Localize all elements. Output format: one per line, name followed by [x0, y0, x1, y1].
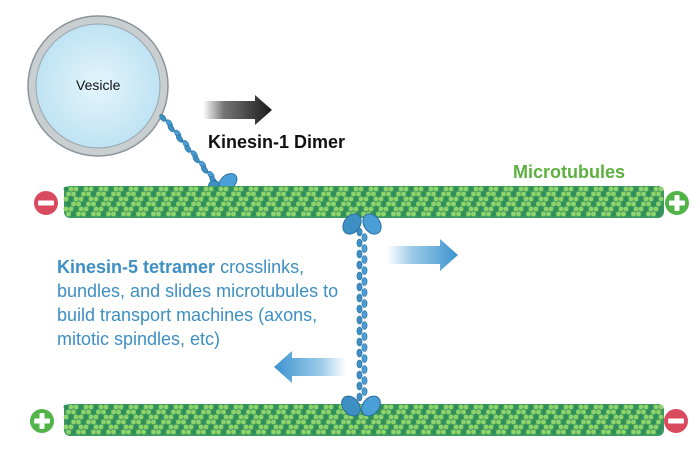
plus-pole-icon [30, 409, 54, 433]
microtubules-label: Microtubules [513, 162, 626, 182]
plus-pole-icon [665, 191, 689, 215]
kinesin-1-stalk [159, 113, 217, 184]
kinesin-5-line: bundles, and slides microtubules to [57, 281, 339, 301]
kinesin-5-tetramer [341, 213, 382, 417]
kinesin-5-head [341, 395, 361, 417]
microtubule-bottom [63, 404, 664, 436]
kinesin-5-head [362, 213, 382, 235]
kinesin-1-label: Kinesin-1 Dimer [208, 132, 346, 152]
minus-pole-icon [664, 409, 688, 433]
vesicle [27, 15, 169, 157]
kinesin-5-line: crosslinks, [215, 257, 305, 277]
kinesin-5-line: mitotic spindles, etc) [57, 329, 221, 349]
kinesin-5-title: Kinesin-5 tetramer [57, 257, 216, 277]
minus-pole-icon [34, 191, 58, 215]
kinesin-5-line: build transport machines (axons, [57, 305, 318, 325]
kinesin-5-head [342, 213, 362, 235]
right-arrow-icon [203, 95, 272, 125]
kinesin-5-description: Kinesin-5 tetramer crosslinks, bundles, … [57, 255, 387, 351]
kinesin-5-stalk [356, 227, 368, 402]
left-arrow-icon [274, 351, 346, 383]
microtubule-top [63, 186, 664, 218]
vesicle-label: Vesicle [76, 77, 121, 93]
right-arrow-icon [387, 239, 458, 271]
kinesin-5-head [361, 395, 381, 417]
